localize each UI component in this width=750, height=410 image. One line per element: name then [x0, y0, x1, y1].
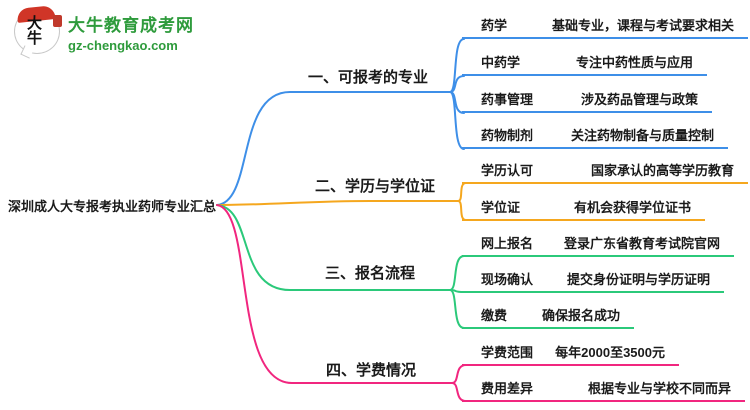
node-label: 学费范围: [481, 345, 534, 360]
logo-title: 大牛教育成考网: [68, 16, 194, 35]
node-desc: 专注中药性质与应用: [575, 55, 693, 70]
node-desc: 提交身份证明与学历证明: [566, 272, 710, 287]
node-payment[interactable]: 缴费 确保报名成功: [462, 306, 634, 329]
node-pharma-preparation[interactable]: 药物制剂 关注药物制备与质量控制: [462, 126, 728, 149]
logo-red-seal-icon: [53, 15, 62, 27]
node-label: 缴费: [481, 308, 508, 323]
branch4-main-connector: [216, 204, 453, 384]
node-online-registration[interactable]: 网上报名 登录广东省教育考试院官网: [462, 234, 734, 257]
node-desc: 每年2000至3500元: [555, 345, 665, 360]
node-tcm-pharmacy[interactable]: 中药学 专注中药性质与应用: [462, 53, 707, 76]
node-diploma-recognition[interactable]: 学历认可 国家承认的高等学历教育: [462, 161, 748, 184]
branch2-main-connector: [216, 200, 459, 206]
logo-subtitle: gz-chengkao.com: [68, 38, 178, 53]
branch1-label[interactable]: 一、可报考的专业: [307, 69, 428, 86]
node-label: 药事管理: [481, 92, 534, 107]
node-label: 学历认可: [481, 163, 534, 178]
node-desc: 根据专业与学校不同而异: [587, 381, 731, 396]
node-desc: 有机会获得学位证书: [573, 200, 691, 215]
node-desc: 国家承认的高等学历教育: [590, 163, 734, 178]
node-label: 网上报名: [481, 236, 534, 251]
node-onsite-confirmation[interactable]: 现场确认 提交身份证明与学历证明: [462, 270, 724, 293]
node-desc: 基础专业，课程与考试要求相关: [551, 18, 734, 33]
root-node[interactable]: 深圳成人大专报考执业药师专业汇总: [8, 199, 217, 214]
node-label: 中药学: [481, 55, 521, 70]
site-logo: 大牛 大牛教育成考网 gz-chengkao.com: [14, 5, 194, 59]
logo-bubble-icon: 大牛: [14, 5, 62, 59]
branch4-label[interactable]: 四、学费情况: [325, 362, 416, 379]
node-degree-certificate[interactable]: 学位证 有机会获得学位证书: [462, 198, 705, 221]
logo-bubble-tail: [20, 45, 34, 59]
node-desc: 涉及药品管理与政策: [580, 92, 698, 107]
node-tuition-range[interactable]: 学费范围 每年2000至3500元: [462, 343, 679, 366]
node-label: 学位证: [481, 200, 521, 215]
node-cost-difference[interactable]: 费用差异 根据专业与学校不同而异: [462, 379, 745, 402]
node-desc: 确保报名成功: [541, 308, 620, 323]
node-label: 现场确认: [481, 272, 534, 287]
node-pharmacy[interactable]: 药学 基础专业，课程与考试要求相关: [462, 16, 748, 39]
branch3-label[interactable]: 三、报名流程: [324, 265, 415, 282]
node-desc: 登录广东省教育考试院官网: [563, 236, 720, 251]
node-pharma-admin[interactable]: 药事管理 涉及药品管理与政策: [462, 90, 712, 113]
node-label: 费用差异: [481, 381, 534, 396]
node-desc: 关注药物制备与质量控制: [570, 128, 714, 143]
node-label: 药学: [481, 18, 508, 33]
logo-badge-text: 大牛: [27, 14, 43, 47]
branch2-label[interactable]: 二、学历与学位证: [314, 178, 435, 195]
node-label: 药物制剂: [481, 128, 534, 143]
